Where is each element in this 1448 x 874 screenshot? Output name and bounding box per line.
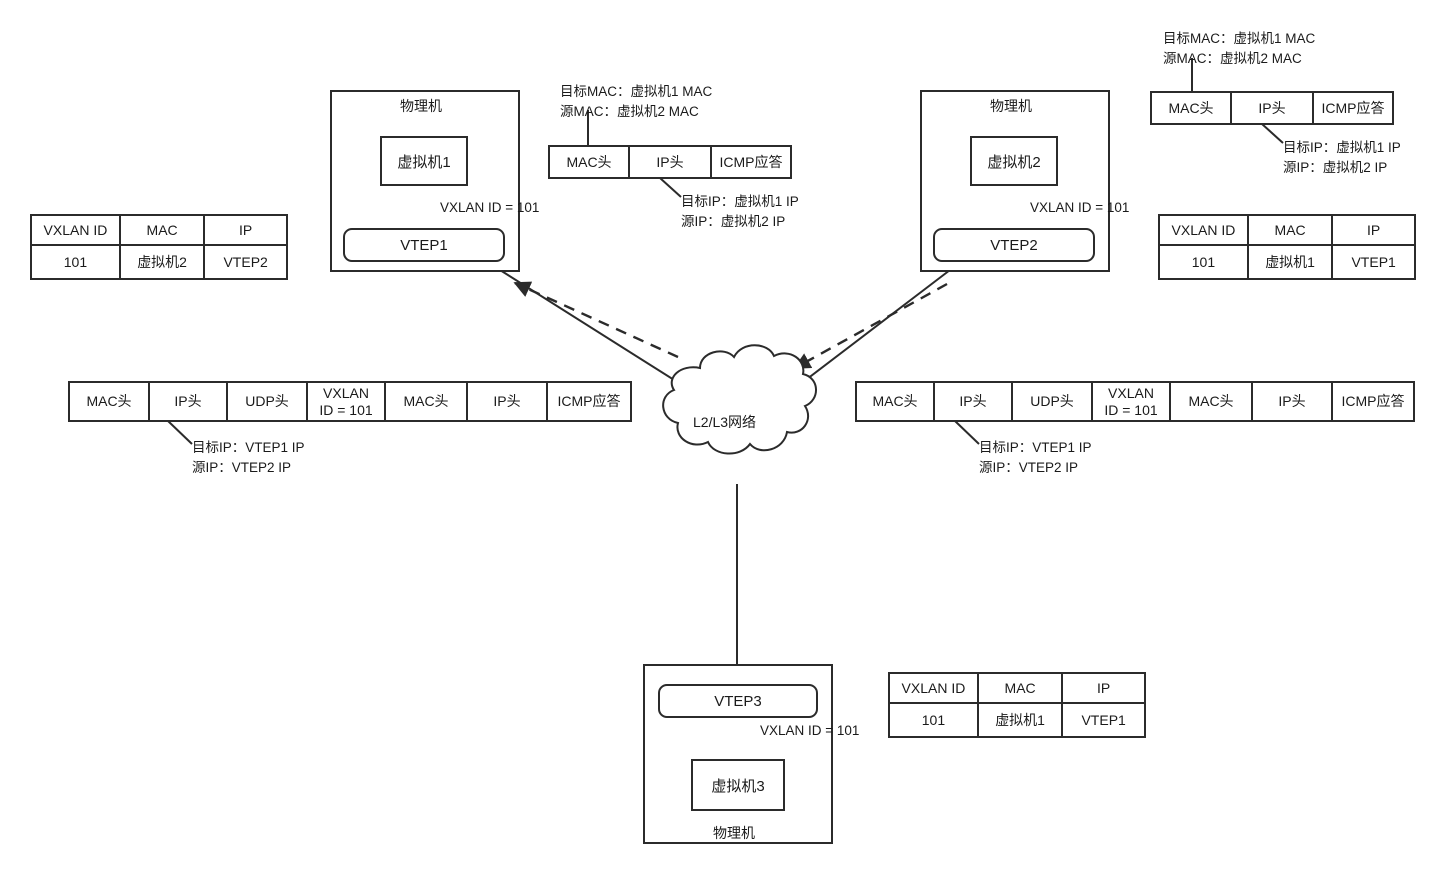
note-mac-top: 目标MAC：虚拟机1 MAC 源MAC：虚拟机2 MAC [1163,31,1316,66]
leader-ip-encap-right [954,420,980,445]
link-vtep2-cloud [789,269,951,393]
vtep-table-left: VXLAN ID MAC IP 101 虚拟机2 VTEP2 [30,214,288,280]
packet-inner-left: MAC头 IP头 ICMP应答 [548,145,792,179]
packet-encap-right: MAC头 IP头 UDP头 VXLAN ID = 101 MAC头 IP头 IC… [855,381,1415,422]
vtep-table-bottom: VXLAN ID MAC IP 101 虚拟机1 VTEP1 [888,672,1146,738]
vtep-table-right: VXLAN ID MAC IP 101 虚拟机1 VTEP1 [1158,214,1416,280]
table-row: 101 虚拟机1 VTEP1 [888,702,1146,738]
vtep-2[interactable]: VTEP2 [933,228,1095,262]
vm-虚拟机3[interactable]: 虚拟机3 [691,759,785,811]
flow-arrow-to-vtep1 [513,281,679,359]
leader-ip-encap-left [167,420,193,445]
cloud-label: L2/L3网络 [693,414,757,430]
table-header-row: VXLAN ID MAC IP [888,672,1146,704]
vxlan-id-cell-right: VXLAN ID = 101 [1093,383,1171,420]
vxlan-id-label-left: VXLAN ID = 101 [440,200,540,215]
table-header-row: VXLAN ID MAC IP [1158,214,1416,246]
packet-encap-left: MAC头 IP头 UDP头 VXLAN ID = 101 MAC头 IP头 IC… [68,381,632,422]
note-ip-encap-right: 目标IP：VTEP1 IP 源IP：VTEP2 IP [979,440,1092,475]
vxlan-id-cell-left: VXLAN ID = 101 [308,383,386,420]
vtep-1[interactable]: VTEP1 [343,228,505,262]
flow-arrow-to-cloud [793,282,948,370]
vm-虚拟机2[interactable]: 虚拟机2 [970,136,1058,186]
packet-inner-right: MAC头 IP头 ICMP应答 [1150,91,1394,125]
note-mac-left: 目标MAC：虚拟机1 MAC 源MAC：虚拟机2 MAC [560,84,713,119]
vxlan-id-label-bottom: VXLAN ID = 101 [760,723,860,738]
leader-ip-left [659,177,682,198]
vtep-3[interactable]: VTEP3 [658,684,818,718]
host-left-label: 物理机 [400,98,442,114]
host-right-label: 物理机 [990,98,1032,114]
table-row: 101 虚拟机2 VTEP2 [30,244,288,280]
table-row: 101 虚拟机1 VTEP1 [1158,244,1416,280]
vm-虚拟机1[interactable]: 虚拟机1 [380,136,468,186]
link-vtep1-cloud [499,269,691,391]
network-cloud [662,344,817,455]
note-ip-top: 目标IP：虚拟机1 IP 源IP：虚拟机2 IP [1283,140,1401,175]
note-ip-left: 目标IP：虚拟机1 IP 源IP：虚拟机2 IP [681,194,799,229]
note-ip-encap-left: 目标IP：VTEP1 IP 源IP：VTEP2 IP [192,440,305,475]
vxlan-id-label-right: VXLAN ID = 101 [1030,200,1130,215]
leader-ip-top [1261,123,1284,144]
table-header-row: VXLAN ID MAC IP [30,214,288,246]
host-bottom-label: 物理机 [713,825,755,841]
